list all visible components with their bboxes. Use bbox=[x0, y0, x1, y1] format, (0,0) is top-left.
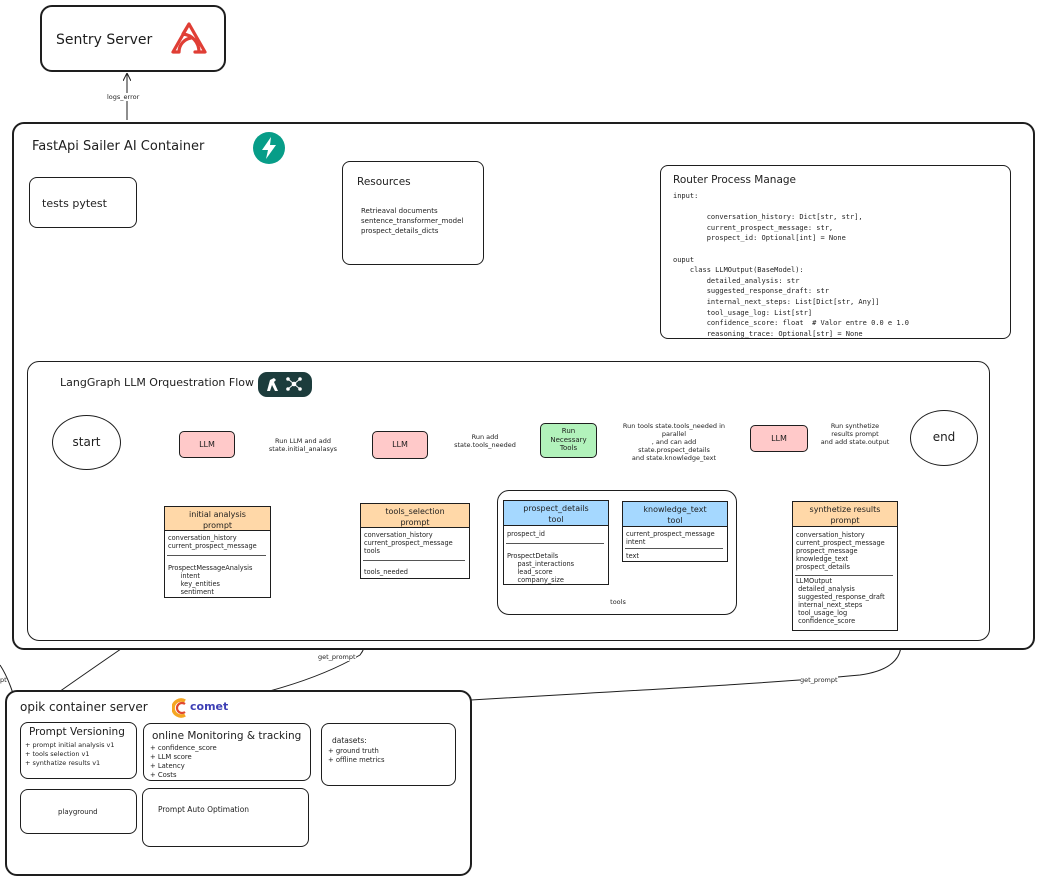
fastapi-bolt-icon bbox=[253, 132, 285, 164]
llm-node-synth: LLM bbox=[750, 425, 808, 452]
sentry-server-box: Sentry Server bbox=[40, 5, 226, 72]
online-monitoring-title: online Monitoring & tracking bbox=[152, 730, 302, 742]
prompt-auto-optimization-box: Prompt Auto Optimation bbox=[142, 788, 309, 847]
llm-node-tools: LLM bbox=[372, 431, 428, 459]
resources-box: Resources Retrieaval documents sentence_… bbox=[342, 161, 484, 265]
divider bbox=[625, 548, 723, 549]
divider bbox=[795, 575, 893, 576]
synthetize-results-prompt-inputs: conversation_history current_prospect_me… bbox=[796, 531, 885, 571]
datasets-box: datasets: + ground truth + offline metri… bbox=[321, 723, 456, 786]
initial-analysis-prompt-inputs: conversation_history current_prospect_me… bbox=[168, 534, 257, 550]
run-tools-label: Run Necessary Tools bbox=[550, 427, 587, 452]
resources-item: prospect_details_dicts bbox=[361, 227, 439, 235]
llm-label: LLM bbox=[771, 434, 787, 443]
comet-logo-icon: comet bbox=[172, 698, 232, 718]
llm-label: LLM bbox=[392, 440, 408, 449]
online-monitoring-box: online Monitoring & tracking + confidenc… bbox=[143, 723, 311, 781]
run-necessary-tools-node: Run Necessary Tools bbox=[540, 423, 597, 458]
langgraph-logo-icon bbox=[258, 372, 312, 397]
router-process-title: Router Process Manage bbox=[673, 174, 797, 186]
initial-analysis-prompt-header: initial analysis prompt bbox=[165, 507, 270, 531]
initial-analysis-prompt-card: initial analysis prompt conversation_his… bbox=[164, 506, 271, 598]
playground-label: playground bbox=[58, 808, 98, 816]
divider bbox=[506, 543, 604, 544]
initial-analysis-prompt-outputs: ProspectMessageAnalysis intent key_entit… bbox=[168, 564, 253, 596]
prompt-versioning-box: Prompt Versioning + prompt initial analy… bbox=[20, 722, 137, 779]
knowledge-text-tool-outputs: text bbox=[626, 552, 640, 560]
tools-selection-prompt-inputs: conversation_history current_prospect_me… bbox=[364, 531, 453, 555]
divider bbox=[167, 555, 266, 556]
tools-selection-prompt-header: tools_selection prompt bbox=[361, 504, 469, 528]
llm-node-initial: LLM bbox=[179, 431, 235, 458]
sentry-server-title: Sentry Server bbox=[56, 32, 153, 48]
comet-brand-label: comet bbox=[190, 700, 229, 713]
end-label: end bbox=[932, 430, 956, 444]
edge-label-initial-analysis: Run LLM and add state.initial_analasys bbox=[268, 437, 338, 453]
prompt-versioning-item: + tools selection v1 bbox=[25, 750, 90, 758]
get-prompt-label-partial: pt bbox=[0, 676, 7, 684]
sentry-logo-icon bbox=[171, 22, 207, 54]
online-monitoring-item: + LLM score bbox=[150, 753, 192, 761]
langgraph-flow-title: LangGraph LLM Orquestration Flow bbox=[60, 376, 254, 389]
prospect-details-tool-inputs: prospect_id bbox=[507, 530, 545, 538]
logs-error-label: logs_error bbox=[107, 93, 140, 101]
tests-pytest-label: tests pytest bbox=[42, 197, 107, 210]
knowledge-text-tool-card: knowledge_text tool current_prospect_mes… bbox=[622, 501, 728, 562]
datasets-title: datasets: bbox=[332, 736, 367, 745]
online-monitoring-item: + Costs bbox=[150, 771, 177, 779]
knowledge-text-tool-inputs: current_prospect_message intent bbox=[626, 530, 715, 546]
tools-selection-prompt-card: tools_selection prompt conversation_hist… bbox=[360, 503, 470, 579]
datasets-item: + offline metrics bbox=[328, 756, 385, 764]
router-process-spec: input: conversation_history: Dict[str, s… bbox=[673, 192, 910, 338]
opik-container-title: opik container server bbox=[20, 700, 148, 714]
get-prompt-label: get_prompt bbox=[318, 653, 356, 661]
router-process-box: Router Process Manage input: conversatio… bbox=[660, 165, 1011, 339]
get-prompt-label: get_prompt bbox=[800, 676, 838, 684]
playground-box: playground bbox=[20, 789, 137, 834]
llm-label: LLM bbox=[199, 440, 215, 449]
prompt-versioning-title: Prompt Versioning bbox=[29, 726, 125, 738]
tools-selection-prompt-outputs: tools_needed bbox=[364, 568, 408, 576]
online-monitoring-item: + confidence_score bbox=[150, 744, 217, 752]
knowledge-text-tool-header: knowledge_text tool bbox=[623, 502, 727, 527]
start-label: start bbox=[72, 435, 101, 449]
synthetize-results-prompt-outputs: LLMOutput detailed_analysis suggested_re… bbox=[796, 577, 885, 625]
online-monitoring-item: + Latency bbox=[150, 762, 185, 770]
end-node: end bbox=[910, 410, 978, 466]
resources-item: sentence_transformer_model bbox=[361, 217, 464, 225]
prospect-details-tool-outputs: ProspectDetails past_interactions lead_s… bbox=[507, 552, 575, 584]
fastapi-container-title: FastApi Sailer AI Container bbox=[32, 139, 205, 154]
datasets-item: + ground truth bbox=[328, 747, 379, 755]
resources-item: Retrieaval documents bbox=[361, 207, 438, 215]
divider bbox=[363, 560, 465, 561]
edge-label-synthetize: Run synthetize results prompt and add st… bbox=[820, 422, 890, 446]
start-node: start bbox=[52, 415, 121, 470]
tests-pytest-box: tests pytest bbox=[29, 177, 137, 228]
prospect-details-tool-card: prospect_details tool prospect_id Prospe… bbox=[503, 500, 609, 585]
resources-title: Resources bbox=[357, 176, 411, 188]
edge-label-tools-needed: Run add state.tools_needed bbox=[454, 433, 516, 449]
prompt-versioning-item: + synthatize results v1 bbox=[25, 759, 101, 767]
tools-group-label: tools bbox=[610, 598, 626, 606]
synthetize-results-prompt-card: synthetize results prompt conversation_h… bbox=[792, 501, 898, 631]
edge-label-run-tools: Run tools state.tools_needed in parallel… bbox=[622, 422, 726, 462]
prospect-details-tool-header: prospect_details tool bbox=[504, 501, 608, 526]
prompt-versioning-item: + prompt initial analysis v1 bbox=[25, 741, 115, 749]
prompt-auto-optimization-label: Prompt Auto Optimation bbox=[158, 805, 250, 814]
synthetize-results-prompt-header: synthetize results prompt bbox=[793, 502, 897, 527]
